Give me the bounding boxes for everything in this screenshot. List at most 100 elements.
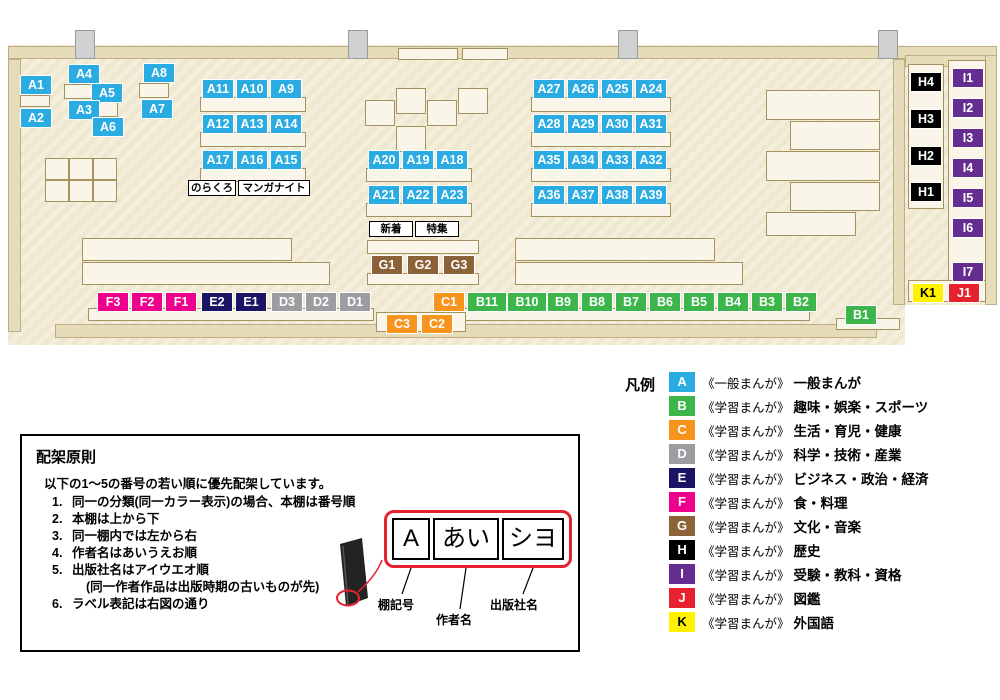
rule-text: 作者名はあいうえお順 — [72, 546, 198, 560]
bookshelf-block — [531, 168, 671, 182]
shelf-label-G1: G1 — [371, 255, 403, 275]
bookshelf-block — [64, 84, 94, 99]
bookshelf-block — [20, 95, 50, 107]
shelf-label-A37: A37 — [567, 185, 599, 205]
shelf-label-A38: A38 — [601, 185, 633, 205]
rule-text: (同一作者作品は出版時期の古いものが先) — [86, 580, 320, 594]
bookshelf-block — [69, 158, 93, 180]
wall-segment — [8, 59, 21, 332]
legend-item-D: D《学習まんが》科学・技術・産業 — [669, 444, 929, 464]
shelf-label-A12: A12 — [202, 114, 234, 134]
shelf-label-A2: A2 — [20, 108, 52, 128]
shelf-label-A17: A17 — [202, 150, 234, 170]
legend-category-name: 外国語 — [793, 616, 835, 631]
legend-category-name: 食・料理 — [793, 496, 848, 511]
shelf-label-A22: A22 — [402, 185, 434, 205]
legend-type-label: 《学習まんが》 — [702, 448, 790, 463]
shelf-label-J1: J1 — [948, 283, 980, 303]
bookshelf-block — [458, 88, 488, 114]
shelf-label-B4: B4 — [717, 292, 749, 312]
shelf-label-I1: I1 — [952, 68, 984, 88]
rule-number: 2. — [52, 512, 63, 526]
legend-type-label: 《学習まんが》 — [702, 496, 790, 511]
shelf-label-B7: B7 — [615, 292, 647, 312]
legend-type-label: 《学習まんが》 — [702, 568, 790, 583]
legend-swatch-G: G — [669, 516, 696, 536]
rule-number: 1. — [52, 495, 63, 509]
shelf-label-B11: B11 — [467, 292, 507, 312]
shelf-label-E2: E2 — [201, 292, 233, 312]
legend-category-name: 生活・育児・健康 — [793, 424, 902, 439]
legend-category-name: 趣味・娯楽・スポーツ — [793, 400, 929, 415]
legend-item-K: K《学習まんが》外国語 — [669, 612, 929, 632]
bookshelf-block — [45, 158, 69, 180]
rule-item-2: 2. 本棚は上から下 — [52, 512, 355, 526]
shelf-label-I4: I4 — [952, 158, 984, 178]
shelf-label-C3: C3 — [386, 314, 418, 334]
rule-item-7: 6.ラベル表記は右図の通り — [52, 597, 355, 611]
bookshelf-block — [531, 97, 671, 112]
bookshelf-block — [462, 48, 508, 60]
legend-category-name: 図鑑 — [793, 592, 821, 607]
annotation-shelf-code: 棚記号 — [378, 598, 415, 612]
shelf-label-A33: A33 — [601, 150, 633, 170]
bookshelf-block — [366, 168, 472, 182]
legend-item-I: I《学習まんが》受験・教科・資格 — [669, 564, 929, 584]
shelf-label-I7: I7 — [952, 262, 984, 282]
bookshelf-block — [766, 212, 856, 236]
example-author-name: あい — [433, 518, 499, 560]
shelf-label-A24: A24 — [635, 79, 667, 99]
rule-text: 本棚は上から下 — [72, 512, 160, 526]
shelf-label-C2: C2 — [421, 314, 453, 334]
shelf-label-B9: B9 — [547, 292, 579, 312]
rule-item-4: 4.作者名はあいうえお順 — [52, 546, 355, 560]
sign-box-2: マンガナイト — [238, 180, 310, 196]
shelf-label-H2: H2 — [910, 146, 942, 166]
bookshelf-block — [398, 48, 458, 60]
legend-type-label: 《学習まんが》 — [702, 544, 790, 559]
legend-category-name: 受験・教科・資格 — [793, 568, 902, 583]
legend-swatch-C: C — [669, 420, 696, 440]
sign-box-3: 新着 — [369, 221, 413, 237]
shelf-label-A8: A8 — [143, 63, 175, 83]
bookshelf-block — [531, 132, 671, 147]
example-publisher-name: シヨ — [502, 518, 564, 560]
shelf-label-A19: A19 — [402, 150, 434, 170]
shelf-label-A21: A21 — [368, 185, 400, 205]
shelf-label-I5: I5 — [952, 188, 984, 208]
pillar — [348, 30, 368, 59]
shelf-label-C1: C1 — [433, 292, 465, 312]
legend-category-name: 科学・技術・産業 — [793, 448, 902, 463]
shelf-label-A14: A14 — [270, 114, 302, 134]
shelf-label-A18: A18 — [436, 150, 468, 170]
bookshelf-block — [82, 262, 330, 285]
legend-swatch-E: E — [669, 468, 696, 488]
shelf-label-I3: I3 — [952, 128, 984, 148]
bookshelf-block — [790, 121, 880, 150]
shelf-label-A11: A11 — [202, 79, 234, 99]
shelf-label-D2: D2 — [305, 292, 337, 312]
shelf-label-A30: A30 — [601, 114, 633, 134]
principles-intro: 以下の1〜5の番号の若い順に優先配架しています。 — [44, 477, 332, 491]
bookshelf-block — [93, 158, 117, 180]
bookshelf-block — [766, 151, 880, 181]
rule-text: ラベル表記は右図の通り — [72, 597, 210, 611]
bookshelf-block — [515, 262, 743, 285]
shelf-label-I6: I6 — [952, 218, 984, 238]
shelf-label-H1: H1 — [910, 182, 942, 202]
sign-box-1: のらくろ — [188, 180, 236, 196]
shelf-label-B1: B1 — [845, 305, 877, 325]
legend-category-name: 文化・音楽 — [793, 520, 862, 535]
shelf-label-A5: A5 — [91, 83, 123, 103]
shelf-label-A1: A1 — [20, 75, 52, 95]
legend-type-label: 《学習まんが》 — [702, 592, 790, 607]
legend-item-H: H《学習まんが》歴史 — [669, 540, 929, 560]
pillar — [618, 30, 638, 59]
bookshelf-block — [427, 100, 457, 126]
shelf-label-A32: A32 — [635, 150, 667, 170]
principles-title: 配架原則 — [36, 449, 97, 466]
shelf-label-A23: A23 — [436, 185, 468, 205]
legend-type-label: 《学習まんが》 — [702, 400, 790, 415]
bookshelf-block — [200, 132, 306, 147]
